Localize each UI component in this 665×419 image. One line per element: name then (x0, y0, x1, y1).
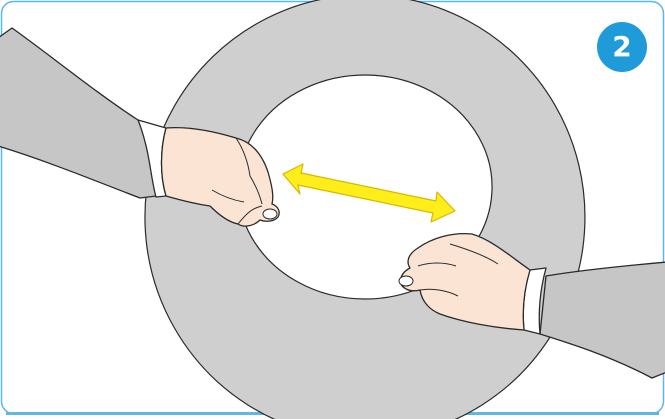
step-number-badge: 2 (597, 22, 647, 72)
left-thumbnail (262, 208, 278, 220)
right-hand (399, 232, 531, 331)
right-thumbnail (398, 275, 414, 287)
left-hand (160, 126, 280, 227)
double-headed-arrow (282, 163, 456, 223)
